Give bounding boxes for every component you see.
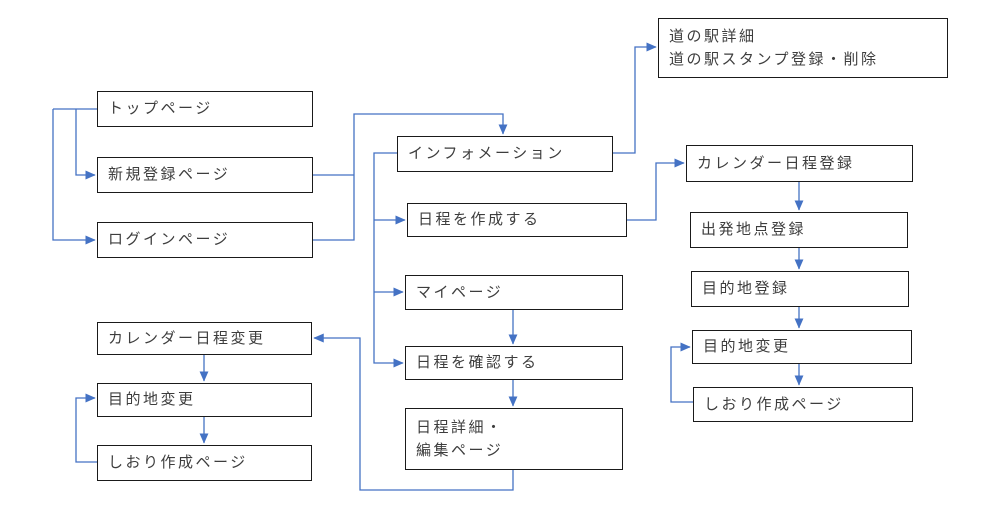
node-calendar-register: カレンダー日程登録 xyxy=(686,145,913,182)
node-label: 日程を作成する xyxy=(418,211,541,229)
edge-itinerary-left-loop xyxy=(75,393,97,463)
node-label: インフォメーション xyxy=(408,145,565,163)
node-confirm-schedule: 日程を確認する xyxy=(405,346,623,380)
node-label: 出発地点登録 xyxy=(701,221,807,239)
edge-top-to-login xyxy=(52,109,96,245)
edge-information-to-station-detail xyxy=(613,42,657,154)
edge-create-schedule-to-calendar-register xyxy=(627,158,685,221)
node-label: 日程を確認する xyxy=(416,354,539,372)
node-itinerary-page-left: しおり作成ページ xyxy=(97,445,312,481)
node-departure-register: 出発地点登録 xyxy=(690,212,908,248)
node-label: カレンダー日程変更 xyxy=(108,329,266,347)
node-signup-page: 新規登録ページ xyxy=(97,157,313,193)
node-label: 目的地変更 xyxy=(108,391,196,409)
node-information: インフォメーション xyxy=(397,136,613,172)
node-calendar-change: カレンダー日程変更 xyxy=(97,322,312,355)
node-schedule-detail-edit: 日程詳細・ 編集ページ xyxy=(405,408,623,470)
edge-top-to-signup xyxy=(75,109,96,180)
node-destination-change-right: 目的地変更 xyxy=(692,330,912,364)
node-itinerary-page-right: しおり作成ページ xyxy=(693,387,913,422)
node-station-detail: 道の駅詳細 道の駅スタンプ登録・削除 xyxy=(658,18,948,78)
node-label: トップページ xyxy=(108,100,213,118)
node-label: しおり作成ページ xyxy=(704,395,844,413)
node-label: 目的地登録 xyxy=(702,280,790,298)
node-label-line2: 編集ページ xyxy=(416,442,504,459)
node-label: マイページ xyxy=(416,283,504,301)
node-label: ログインページ xyxy=(108,231,231,249)
node-label-line1: 日程詳細・ xyxy=(416,418,504,436)
node-label-line2: 道の駅スタンプ登録・削除 xyxy=(669,51,879,68)
node-label-line1: 道の駅詳細 xyxy=(669,27,757,45)
node-label: 目的地変更 xyxy=(703,338,791,356)
node-label: しおり作成ページ xyxy=(108,454,248,472)
node-login-page: ログインページ xyxy=(97,222,313,258)
node-top-page: トップページ xyxy=(97,91,313,127)
node-label: 新規登録ページ xyxy=(108,166,231,184)
node-my-page: マイページ xyxy=(405,275,623,310)
node-label: カレンダー日程登録 xyxy=(697,154,855,172)
edge-information-to-confirm-schedule xyxy=(373,152,404,368)
edge-itinerary-right-loop xyxy=(670,342,693,403)
node-destination-register: 目的地登録 xyxy=(691,271,909,307)
node-create-schedule: 日程を作成する xyxy=(407,203,627,237)
node-destination-change-left: 目的地変更 xyxy=(97,383,312,417)
